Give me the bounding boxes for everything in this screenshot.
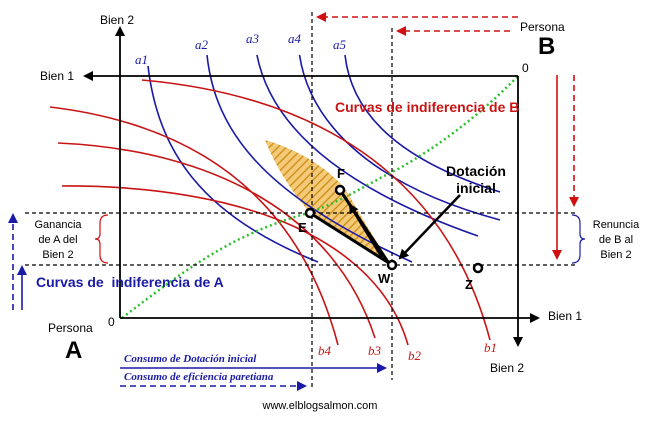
curve-label-b2: b2 <box>408 348 422 363</box>
origin-b: 0 <box>522 61 529 75</box>
curve-a2 <box>206 55 413 263</box>
curve-label-a5: a5 <box>333 37 347 52</box>
point-z <box>472 262 484 274</box>
curve-a5 <box>344 55 501 193</box>
exchange-line-ew <box>309 211 393 267</box>
persona-a-label: Persona <box>48 321 93 335</box>
dotacion-line2: inicial <box>456 180 496 196</box>
ganancia-line3: Bien 2 <box>42 249 73 261</box>
label-f: F <box>337 166 345 181</box>
point-e <box>304 207 316 219</box>
curve-label-b3: b3 <box>368 343 382 358</box>
consumo-dotacion-label: Consumo de Dotación inicial <box>124 353 257 365</box>
bracket-ganancia <box>94 214 109 264</box>
persona-b-label: Persona <box>520 20 565 34</box>
renuncia-line1: Renuncia <box>593 219 640 231</box>
mutual-benefit-lens <box>265 140 392 265</box>
label-b-bien2: Bien 2 <box>490 361 524 375</box>
curve-label-a3: a3 <box>246 31 260 46</box>
curve-a1 <box>147 65 319 263</box>
ganancia-line2: de A del <box>38 234 77 246</box>
label-a-bien1: Bien 1 <box>548 309 582 323</box>
title-a: Curvas de indiferencia de A <box>36 274 224 290</box>
title-b: Curvas de indiferencia de B <box>335 99 519 115</box>
label-e: E <box>298 220 307 235</box>
curve-label-a4: a4 <box>288 31 302 46</box>
ganancia-line1: Ganancia <box>34 219 82 231</box>
dotacion-line1: Dotación <box>446 163 506 179</box>
curve-b1 <box>141 79 491 341</box>
curve-b2 <box>61 185 409 346</box>
curve-label-a2: a2 <box>195 37 209 52</box>
label-a-bien2: Bien 2 <box>100 13 134 27</box>
persona-a-letter: A <box>65 337 82 364</box>
origin-a: 0 <box>108 315 115 329</box>
arrow-dotacion <box>398 194 461 260</box>
arrow-w-to-f <box>348 203 384 258</box>
point-f <box>334 184 346 196</box>
label-w: W <box>378 271 391 286</box>
renuncia-line3: Bien 2 <box>600 249 631 261</box>
point-w <box>386 259 398 271</box>
renuncia-line2: de B al <box>599 234 633 246</box>
curve-label-a1: a1 <box>135 52 148 67</box>
curve-label-b4: b4 <box>318 343 332 358</box>
curve-b4 <box>49 106 339 346</box>
label-b-bien1: Bien 1 <box>40 69 74 83</box>
label-z: Z <box>465 277 473 292</box>
bracket-renuncia <box>571 214 586 264</box>
curve-a4 <box>298 55 501 221</box>
curve-label-b1: b1 <box>484 340 497 355</box>
persona-b-letter: B <box>538 33 555 60</box>
footer-url: www.elblogsalmon.com <box>262 400 378 412</box>
consumo-eficiencia-label: Consumo de eficiencia paretiana <box>124 371 274 383</box>
